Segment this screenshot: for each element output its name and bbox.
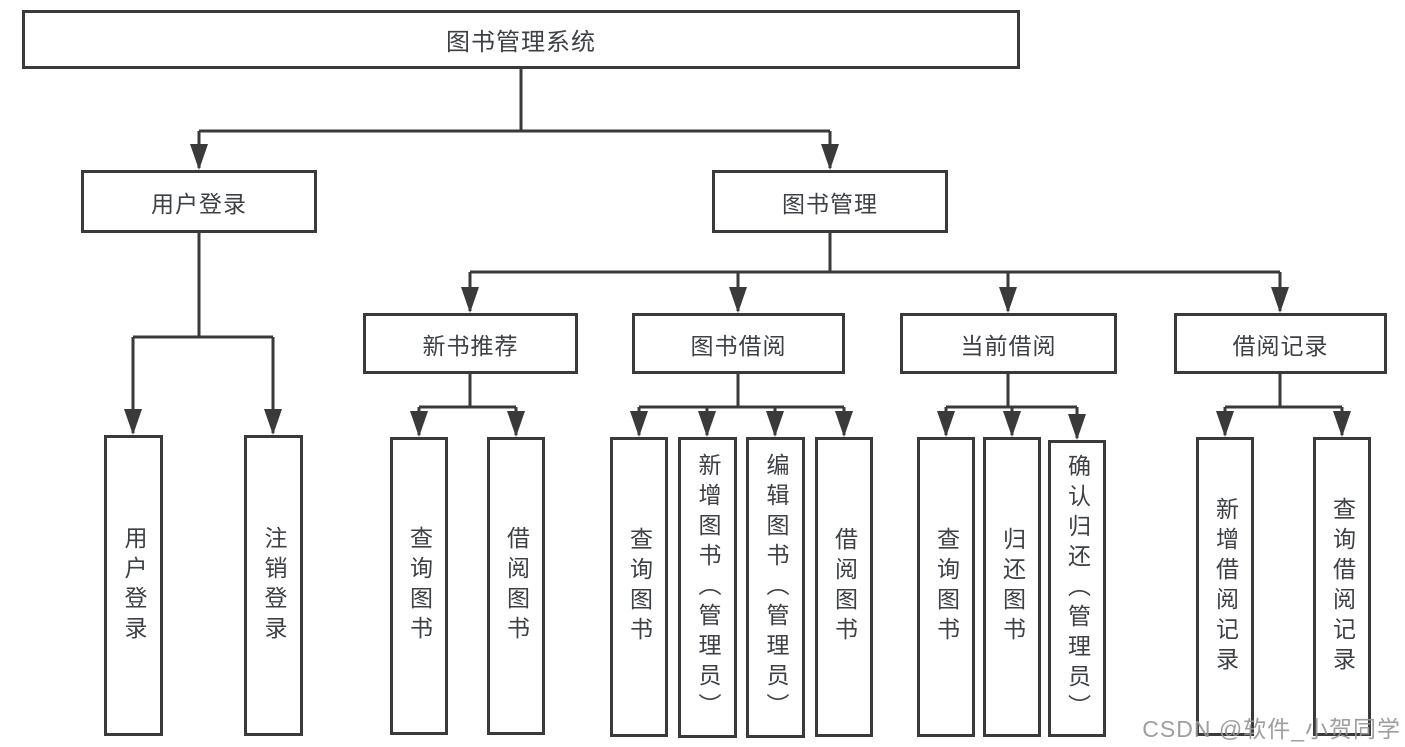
leaf-add-books-admin-label: 新增图书（管理员） <box>695 452 721 723</box>
leaf-query-borrow-record: 查询借阅记录 <box>1313 437 1371 736</box>
leaf-return-books: 归还图书 <box>983 437 1041 737</box>
leaf-confirm-return-admin: 确认归还（管理员） <box>1048 440 1106 737</box>
leaf-user-login: 用户登录 <box>104 435 163 736</box>
leaf-return-books-label: 归还图书 <box>999 527 1026 647</box>
leaf-query-books-current: 查询图书 <box>917 437 975 737</box>
leaf-query-books-borrowing-label: 查询图书 <box>626 527 653 647</box>
leaf-borrow-books-recommend-label: 借阅图书 <box>503 526 530 646</box>
leaf-add-books-admin: 新增图书（管理员） <box>678 437 737 738</box>
leaf-query-books-borrowing: 查询图书 <box>610 437 668 737</box>
node-new-book-recommendation: 新书推荐 <box>363 313 578 374</box>
leaf-edit-books-admin: 编辑图书（管理员） <box>746 437 805 738</box>
leaf-add-borrow-record-label: 新增借阅记录 <box>1212 496 1239 677</box>
leaf-add-borrow-record: 新增借阅记录 <box>1196 437 1254 736</box>
leaf-logout-login-label: 注销登录 <box>261 525 287 646</box>
leaf-borrow-books-recommend: 借阅图书 <box>487 437 545 735</box>
node-book-borrowing: 图书借阅 <box>632 313 845 374</box>
leaf-logout-login: 注销登录 <box>244 435 303 736</box>
leaf-query-books-current-label: 查询图书 <box>933 527 960 647</box>
leaf-borrow-books-borrowing-label: 借阅图书 <box>831 527 858 647</box>
leaf-query-books-recommend: 查询图书 <box>390 437 448 735</box>
node-user-login: 用户登录 <box>81 170 317 233</box>
node-library-management-system: 图书管理系统 <box>22 10 1020 69</box>
node-current-borrowing: 当前借阅 <box>900 313 1117 374</box>
leaf-edit-books-admin-label: 编辑图书（管理员） <box>763 452 789 723</box>
node-book-management: 图书管理 <box>712 170 948 233</box>
leaf-user-login-label: 用户登录 <box>121 525 147 646</box>
leaf-query-books-recommend-label: 查询图书 <box>406 526 433 646</box>
leaf-query-borrow-record-label: 查询借阅记录 <box>1329 496 1356 677</box>
leaf-borrow-books-borrowing: 借阅图书 <box>815 437 873 737</box>
csdn-watermark: CSDN @软件_小贺同学 <box>1142 716 1401 742</box>
leaf-confirm-return-admin-label: 确认归还（管理员） <box>1064 453 1091 724</box>
node-borrowing-records: 借阅记录 <box>1174 313 1387 374</box>
